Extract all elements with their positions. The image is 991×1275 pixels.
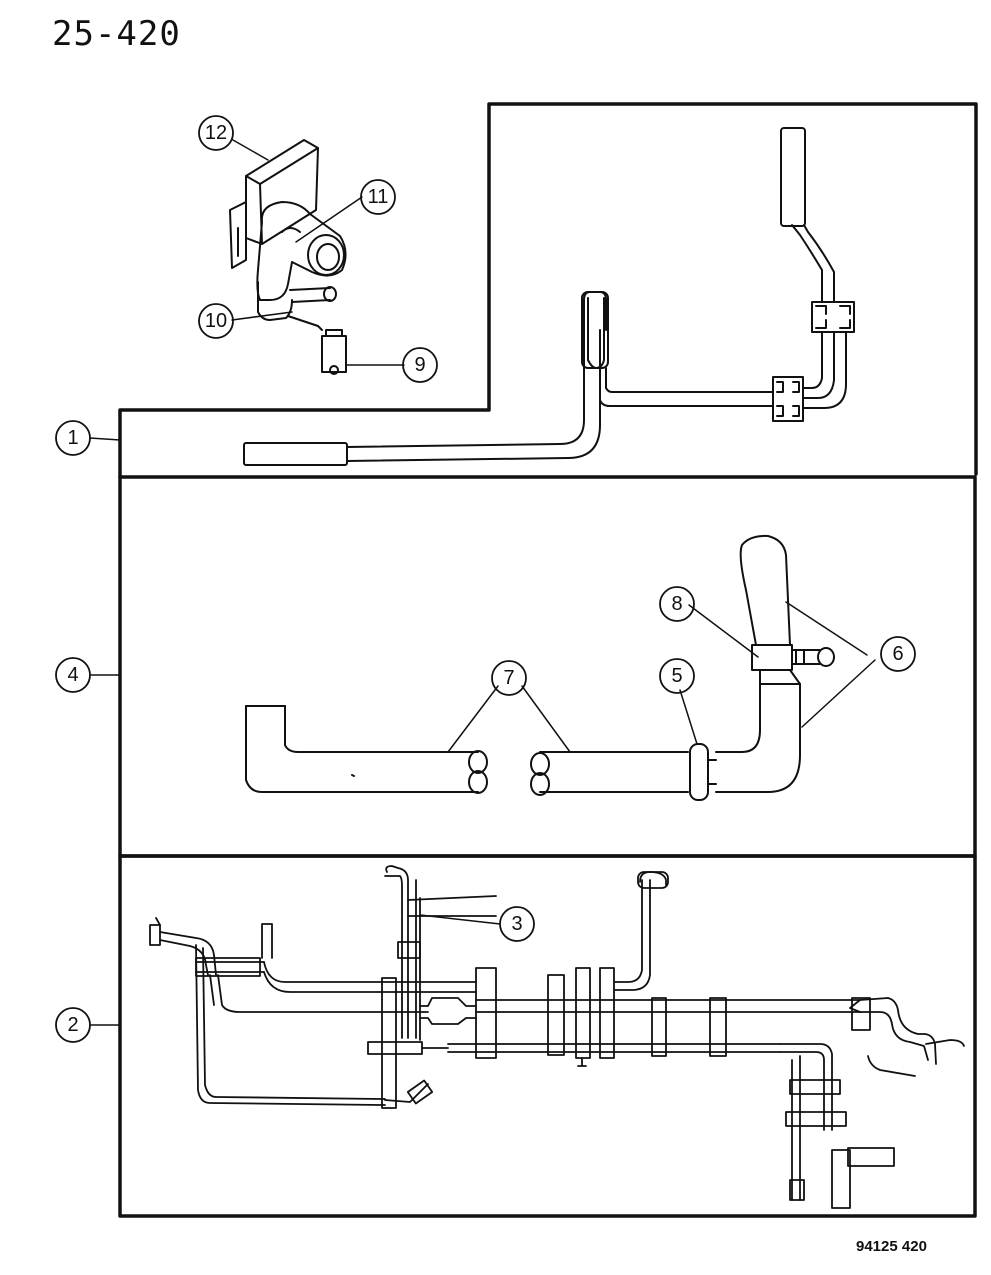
figure-code: 94125 420	[856, 1238, 927, 1255]
callout-6: 6	[892, 643, 903, 665]
clip-b	[547, 974, 565, 1056]
panel-2-frame	[118, 854, 977, 1218]
clip-lower-right-2	[785, 1111, 847, 1127]
clip-left	[195, 957, 261, 977]
panel-4-frame	[118, 475, 977, 858]
callout-2: 2	[67, 1014, 78, 1036]
end-boot-bottom-1	[831, 1149, 851, 1209]
clip-d	[599, 967, 615, 1059]
callout-4: 4	[67, 664, 78, 686]
panel-1-tubing	[243, 127, 855, 466]
end-boot-bottom-2	[847, 1147, 895, 1167]
clip-vertical	[397, 941, 421, 959]
callout-12: 12	[205, 122, 227, 144]
clip-lower-right-1	[789, 1079, 841, 1095]
trunk-end-lower	[367, 1041, 423, 1055]
tee-fitting	[751, 644, 793, 671]
panel-1-frame	[118, 102, 978, 479]
callout-7: 7	[503, 667, 514, 689]
panel-2-harness	[149, 865, 965, 1209]
connector-boot-upper	[581, 291, 609, 369]
end-boot-upper	[637, 871, 669, 889]
callout-5: 5	[671, 665, 682, 687]
callout-9: 9	[414, 354, 425, 376]
clip-e	[651, 997, 667, 1057]
callout-circles	[55, 115, 916, 1043]
connector-boot-left	[243, 442, 348, 466]
callout-10: 10	[205, 310, 227, 332]
callout-11: 11	[368, 186, 389, 208]
leader-lines	[89, 139, 876, 1026]
callout-1: 1	[67, 427, 78, 449]
clip-right	[851, 997, 871, 1031]
vacuum-fitting	[321, 335, 347, 373]
end-connector-bottom	[789, 1179, 805, 1201]
connector-boot-top	[780, 127, 806, 227]
callout-8: 8	[671, 593, 682, 615]
callout-3: 3	[511, 913, 522, 935]
hose-clamp	[689, 743, 709, 801]
panel-4-hoses	[245, 534, 835, 801]
valve-body	[256, 201, 347, 301]
valve-assembly	[229, 139, 347, 375]
clip-a	[475, 967, 497, 1059]
clip-c	[575, 967, 591, 1059]
clip-f	[709, 997, 727, 1057]
end-connector-lower-left	[406, 1079, 434, 1105]
page-number: 25-420	[52, 14, 181, 54]
grommet-vertical	[381, 977, 397, 1109]
